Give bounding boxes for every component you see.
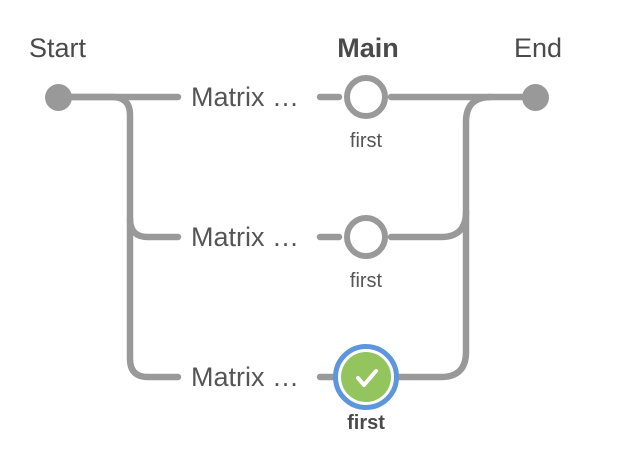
row2-merge-line [387,208,470,241]
end-terminal-node [521,83,549,111]
branch-name-2[interactable]: Matrix … [191,222,299,252]
stage-node-3-passed[interactable] [333,344,399,410]
row2-branch-line [126,215,182,241]
main-column-label: Main [337,33,399,63]
stage-label-2: first [349,270,383,292]
end-column-label: End [513,33,563,63]
left-branch-line [54,93,182,381]
check-icon [356,369,378,387]
stage-label-1: first [349,130,383,152]
stage-label-3: first [347,412,385,434]
start-terminal-node [44,83,72,111]
start-column-label: Start [29,33,87,63]
stage-node-2[interactable] [344,215,388,259]
passed-status-circle [341,352,391,402]
stage-node-1[interactable] [344,75,388,119]
branch-name-1[interactable]: Matrix … [191,82,299,112]
branch-name-3[interactable]: Matrix … [191,362,299,392]
row3-merge-line [390,93,495,381]
